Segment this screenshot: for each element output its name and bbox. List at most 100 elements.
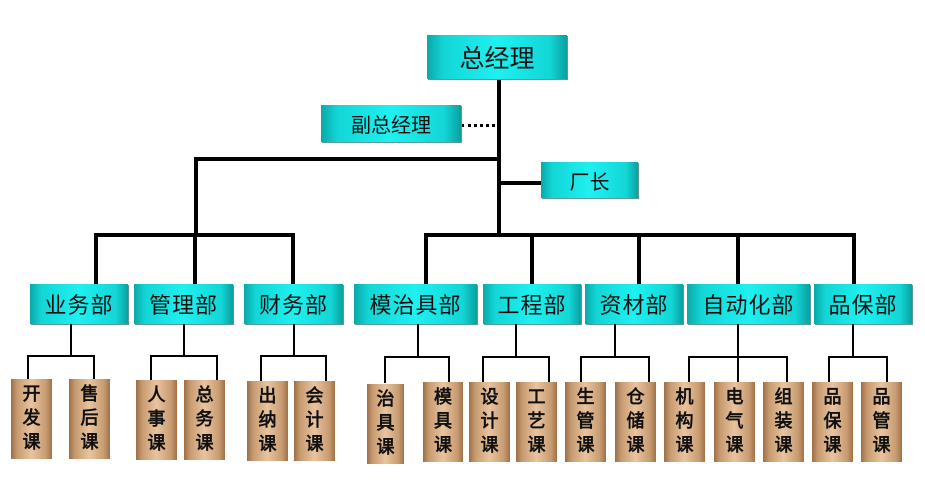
dept-box-tooling: 模治具部 <box>354 284 477 324</box>
section-label-char: 课 <box>258 434 277 455</box>
section-bus-line <box>27 355 95 357</box>
section-label-char: 纳 <box>258 410 277 431</box>
section-label-char: 工 <box>527 387 546 408</box>
section-label-char: 务 <box>195 409 214 430</box>
section-label: 品管课 <box>873 386 891 458</box>
section-label-char: 储 <box>626 411 645 432</box>
section-stem-line <box>417 324 419 356</box>
factory-director-box: 厂长 <box>541 162 638 198</box>
section-drop-line <box>886 356 888 382</box>
section-label-char: 人 <box>147 385 166 406</box>
section-box: 开发课 <box>11 379 52 459</box>
dept-label: 财务部 <box>258 294 328 319</box>
dept-drop-line <box>291 233 295 285</box>
section-label-char: 课 <box>305 434 324 455</box>
factory-director-label: 厂长 <box>569 169 610 194</box>
section-drop-line <box>828 356 830 382</box>
section-label-char: 课 <box>147 433 166 454</box>
section-label-char: 电 <box>725 387 744 408</box>
dept-drop-line <box>637 233 641 285</box>
section-box: 组装课 <box>763 382 804 462</box>
deputy-dotted-line <box>461 124 495 127</box>
section-label: 开发课 <box>23 383 41 455</box>
section-label-char: 气 <box>725 411 744 432</box>
section-label-char: 课 <box>376 437 395 458</box>
section-label: 模具课 <box>434 386 452 458</box>
section-label: 生管课 <box>577 386 595 458</box>
section-bus-line <box>384 356 450 358</box>
section-label: 治具课 <box>377 388 395 460</box>
section-label-char: 课 <box>626 435 645 456</box>
section-box: 总务课 <box>184 380 225 460</box>
deputy-gm-label: 副总经理 <box>351 113 431 137</box>
section-label-char: 治 <box>376 389 395 410</box>
section-stem-line <box>614 324 616 356</box>
section-label-char: 事 <box>147 409 166 430</box>
dept-label: 自动化部 <box>702 294 795 319</box>
section-drop-line <box>384 356 386 383</box>
dept-label: 工程部 <box>497 294 567 319</box>
section-stem-line <box>852 324 854 356</box>
section-drop-line <box>27 355 29 380</box>
factory-connector-line <box>499 181 541 185</box>
section-drop-line <box>93 355 95 380</box>
section-stem-line <box>737 324 739 356</box>
section-label-char: 品 <box>872 387 891 408</box>
section-label-char: 装 <box>774 411 793 432</box>
section-drop-line <box>216 355 218 380</box>
section-label-char: 具 <box>376 413 395 434</box>
section-label-char: 课 <box>195 433 214 454</box>
section-label: 工艺课 <box>528 386 546 458</box>
general-manager-label: 总经理 <box>459 44 535 73</box>
section-box: 电气课 <box>714 382 755 462</box>
section-label: 电气课 <box>726 386 744 458</box>
section-label: 总务课 <box>196 384 214 456</box>
section-drop-line <box>260 355 262 382</box>
section-label-char: 课 <box>872 435 891 456</box>
section-label-char: 出 <box>258 386 277 407</box>
section-box: 治具课 <box>367 384 404 464</box>
section-box: 仓储课 <box>615 382 656 462</box>
dept-drop-line <box>852 233 856 285</box>
section-label-char: 保 <box>823 411 842 432</box>
section-label: 出纳课 <box>259 385 277 457</box>
section-drop-line <box>482 356 484 382</box>
section-box: 品保课 <box>812 382 853 462</box>
section-label-char: 发 <box>22 408 41 429</box>
dept-label: 业务部 <box>44 294 114 319</box>
section-box: 会计课 <box>294 381 335 461</box>
section-box: 模具课 <box>423 382 463 462</box>
section-label-char: 模 <box>434 387 452 408</box>
dept-drop-line <box>424 233 428 285</box>
left-branch-v-line <box>194 157 198 237</box>
dept-box-sales: 业务部 <box>30 284 128 324</box>
section-label-char: 课 <box>80 432 99 453</box>
section-label-char: 课 <box>22 432 41 453</box>
section-label-char: 课 <box>823 435 842 456</box>
dept-box-automation: 自动化部 <box>687 284 810 324</box>
section-label-char: 课 <box>527 435 546 456</box>
section-drop-line <box>548 356 550 382</box>
dept-label: 模治具部 <box>369 294 462 319</box>
dept-label: 资材部 <box>599 294 669 319</box>
section-drop-line <box>325 355 327 382</box>
section-label-char: 管 <box>576 411 595 432</box>
dept-box-qa: 品保部 <box>814 284 912 324</box>
dept-drop-line <box>736 233 740 285</box>
section-label: 人事课 <box>148 384 166 456</box>
left-branch-h-line <box>194 157 499 161</box>
deputy-gm-box: 副总经理 <box>321 105 461 142</box>
section-label-char: 后 <box>80 408 99 429</box>
section-label-char: 课 <box>576 435 595 456</box>
gm-trunk-line <box>497 78 501 236</box>
section-drop-line <box>150 355 152 380</box>
section-label: 设计课 <box>481 386 499 458</box>
section-label-char: 课 <box>480 435 499 456</box>
section-bus-line <box>580 356 650 358</box>
section-label-char: 机 <box>675 387 694 408</box>
dept-drop-line <box>193 233 197 285</box>
section-drop-line <box>580 356 582 382</box>
section-box: 机构课 <box>664 382 705 462</box>
section-label-char: 品 <box>823 387 842 408</box>
section-label: 机构课 <box>676 386 694 458</box>
